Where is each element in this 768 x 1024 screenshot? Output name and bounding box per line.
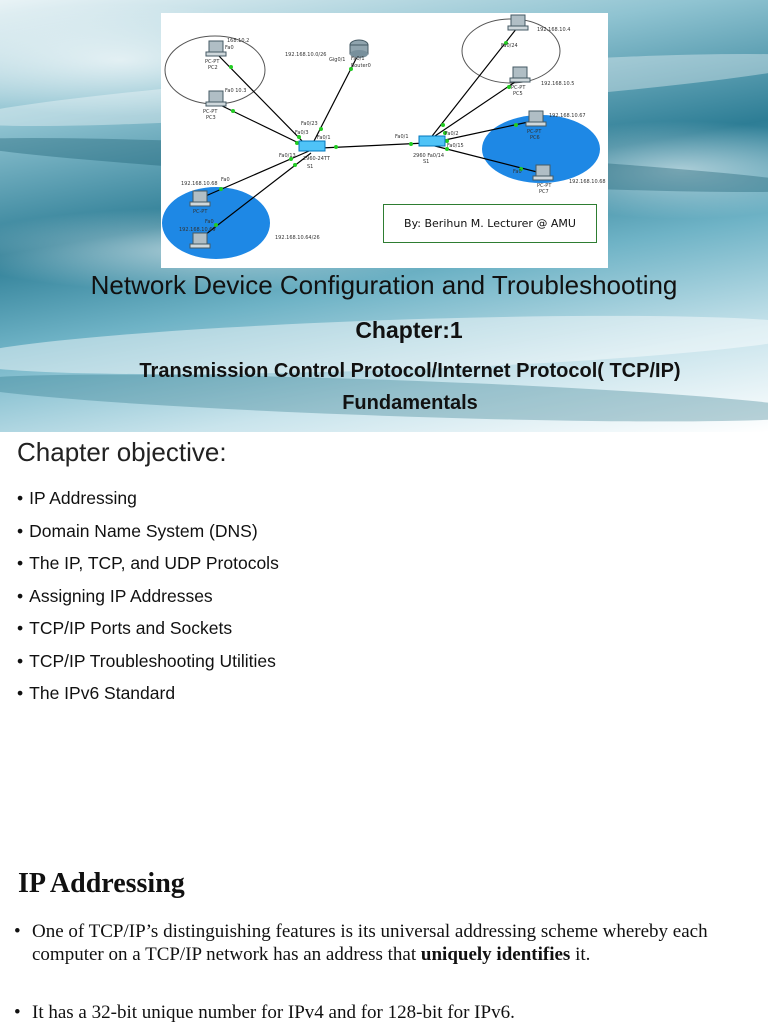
label: PC5 (513, 91, 523, 97)
link-s2-pc5 (428, 77, 522, 141)
label: 192.168.10.0/26 (285, 52, 326, 58)
label: Fa0/15 (447, 143, 464, 149)
author-text: By: Berihun M. Lecturer @ AMU (404, 217, 576, 230)
chapter-label: Chapter:1 (355, 317, 463, 343)
label: S1 (307, 164, 313, 170)
slide-title: Network Device Configuration and Trouble… (90, 270, 678, 300)
router-icon (349, 39, 369, 58)
list-item: TCP/IP Ports and Sockets (17, 614, 279, 647)
section-heading: IP Addressing (18, 868, 185, 899)
switch-icon (298, 140, 326, 152)
list-item: TCP/IP Troubleshooting Utilities (17, 647, 279, 680)
label: Fa0 (205, 219, 214, 225)
label: 2960 Fa0/14 (413, 153, 444, 159)
label: PC2 (208, 65, 218, 71)
subtitle-line: Transmission Control Protocol/Internet P… (139, 360, 681, 382)
label: 192.168.10.68 (569, 179, 606, 185)
pc-icon (189, 232, 211, 249)
pc-icon (205, 40, 227, 57)
list-item: Assigning IP Addresses (17, 582, 279, 615)
label: PC-PT (527, 129, 542, 135)
label: PC-PT (537, 183, 552, 189)
label: 192.168.10.67 (549, 113, 586, 119)
label: PC7 (539, 189, 549, 195)
link-s2-pc4 (428, 27, 518, 141)
link-s1-s2 (320, 142, 427, 149)
label: Router0 (351, 63, 371, 69)
list-item: IP Addressing (17, 484, 279, 517)
label: Fa0 (513, 169, 522, 175)
port-markers (214, 41, 523, 227)
pc-icon (509, 66, 531, 83)
label: 168.10.2 (227, 38, 249, 44)
label: Fa0/2 (445, 131, 459, 137)
list-item: The IPv6 Standard (17, 679, 279, 712)
title-slide: 168.10.2 Fa0 PC-PT PC2 Fa0 10.3 PC-PT PC… (0, 0, 768, 432)
pc-icon (205, 90, 227, 107)
label: Fa0/13 (279, 153, 296, 159)
label: PC-PT (205, 59, 220, 65)
switch-icon (418, 135, 446, 147)
label: 192.168.10.68 (181, 181, 218, 187)
label: Fa0/1 (317, 135, 331, 141)
text-run: One of TCP/IP’s distinguishing features … (32, 921, 708, 965)
label: PC-PT (193, 209, 208, 215)
label: PC3 (206, 115, 216, 121)
label: PC-PT (511, 85, 526, 91)
text-run: it. (570, 944, 591, 965)
paragraph-text: One of TCP/IP’s distinguishing features … (14, 920, 754, 966)
label: Fa0/24 (501, 43, 518, 49)
label: PC-PT (203, 109, 218, 115)
bold-text-run: uniquely identifies (420, 944, 571, 965)
pc-icon (189, 190, 211, 207)
bullet-icon: • (14, 921, 21, 942)
label: S1 (423, 159, 429, 165)
label: Gig0/1 (329, 57, 345, 63)
list-item: The IP, TCP, and UDP Protocols (17, 549, 279, 582)
label: Fa0/1 (395, 134, 409, 140)
label: 2960-24TT (303, 156, 331, 162)
link-s1-pc-left2 (200, 152, 312, 239)
label: Fa0 (225, 45, 234, 51)
label: 192.168.10.69 (179, 227, 216, 233)
label: Fa0/23 (301, 121, 318, 127)
objectives-heading: Chapter objective: (17, 437, 227, 467)
pc-icon (532, 164, 554, 181)
label: 192.168.10.5 (541, 81, 574, 87)
label: Fa0/1 (351, 56, 365, 62)
bullet-icon: • (14, 1002, 21, 1023)
label: 192.168.10.64/26 (275, 235, 320, 241)
link-pc3-s1 (215, 102, 310, 149)
network-topology-diagram: 168.10.2 Fa0 PC-PT PC2 Fa0 10.3 PC-PT PC… (161, 13, 608, 268)
label: 192.168.10.4 (537, 27, 570, 33)
label: Fa0/3 (295, 130, 309, 136)
author-box: By: Berihun M. Lecturer @ AMU (383, 204, 597, 243)
list-item: Domain Name System (DNS) (17, 517, 279, 550)
paragraph-text: It has a 32-bit unique number for IPv4 a… (32, 1002, 515, 1023)
label: Fa0 (221, 177, 230, 183)
subtitle-line: Fundamentals (342, 392, 478, 414)
bullet-paragraph: • One of TCP/IP’s distinguishing feature… (14, 920, 754, 966)
pc-icon (507, 14, 529, 31)
pc-icon (525, 110, 547, 127)
label: Fa0 10.3 (225, 88, 246, 94)
topology-svg: 168.10.2 Fa0 PC-PT PC2 Fa0 10.3 PC-PT PC… (162, 14, 606, 259)
label: PC6 (530, 135, 540, 141)
slide-subtitle: Transmission Control Protocol/Internet P… (60, 355, 760, 419)
bullet-paragraph: • It has a 32-bit unique number for IPv4… (14, 1001, 754, 1024)
objectives-list: IP Addressing Domain Name System (DNS) T… (17, 484, 279, 712)
